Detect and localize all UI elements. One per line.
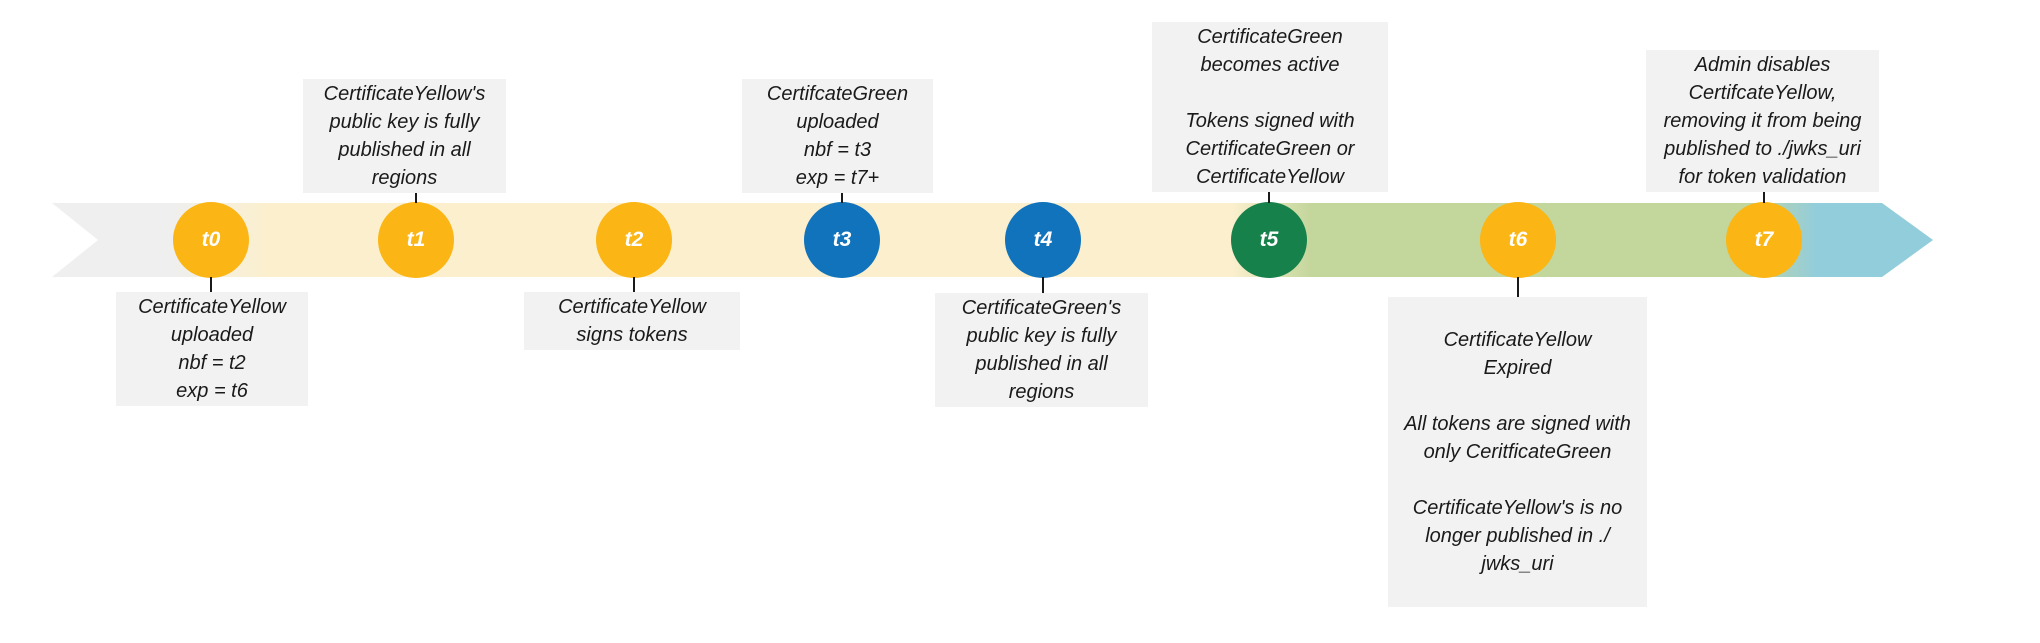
note-t4: CertificateGreen's public key is fully p… (935, 293, 1148, 407)
milestone-label-t3: t3 (832, 228, 852, 251)
connector-line-t2 (633, 277, 635, 292)
note-t5: CertificateGreen becomes active Tokens s… (1152, 22, 1388, 192)
note-t2: CertificateYellow signs tokens (524, 292, 740, 350)
milestone-label-t4: t4 (1033, 228, 1053, 251)
milestone-label-t6: t6 (1508, 228, 1528, 251)
connector-line-t0 (210, 277, 212, 292)
note-t7: Admin disables CertifcateYellow, removin… (1646, 50, 1879, 192)
connector-line-t7 (1763, 190, 1765, 203)
milestone-circle-t3: t3 (804, 202, 880, 278)
connector-line-t4 (1042, 277, 1044, 293)
connector-line-t5 (1268, 190, 1270, 203)
milestone-label-t7: t7 (1754, 228, 1774, 251)
milestone-circle-t5: t5 (1231, 202, 1307, 278)
connector-line-t3 (841, 191, 843, 203)
milestone-label-t2: t2 (624, 228, 644, 251)
note-t6: CertificateYellow Expired All tokens are… (1388, 297, 1647, 607)
milestone-circle-t6: t6 (1480, 202, 1556, 278)
note-t1: CertificateYellow's public key is fully … (303, 79, 506, 193)
milestone-label-t1: t1 (406, 228, 426, 251)
milestone-circle-t4: t4 (1005, 202, 1081, 278)
note-t3: CertifcateGreen uploaded nbf = t3 exp = … (742, 79, 933, 193)
milestone-circle-t1: t1 (378, 202, 454, 278)
milestone-label-t0: t0 (201, 228, 221, 251)
note-t0: CertificateYellow uploaded nbf = t2 exp … (116, 292, 308, 406)
timeline-arrow-band (52, 203, 1933, 277)
milestone-circle-t7: t7 (1726, 202, 1802, 278)
connector-line-t6 (1517, 277, 1519, 297)
milestone-circle-t0: t0 (173, 202, 249, 278)
milestone-circle-t2: t2 (596, 202, 672, 278)
connector-line-t1 (415, 191, 417, 203)
milestone-label-t5: t5 (1259, 228, 1279, 251)
